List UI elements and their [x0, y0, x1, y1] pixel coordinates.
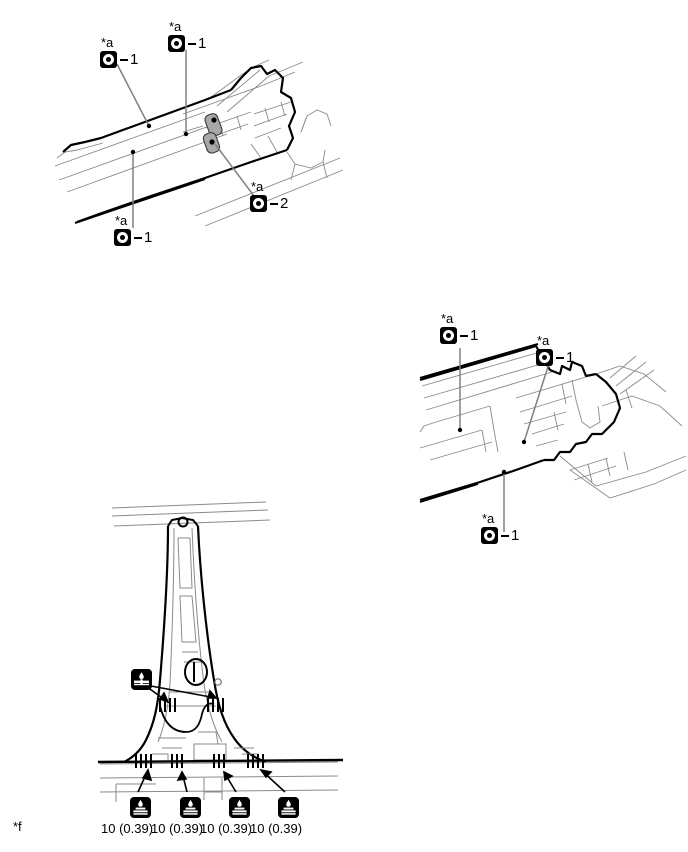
weld-ticks-base — [135, 754, 264, 768]
weld-plates-icon — [278, 797, 299, 818]
callout-superscript: *a — [169, 19, 182, 34]
anchor-dot-a1-top — [183, 131, 189, 137]
callout-right-a1-top-left: *a 1 — [440, 312, 478, 344]
anchor-dot-bottom — [501, 469, 507, 475]
torque-label: 10 (0.39) — [200, 821, 253, 836]
callout-number: 2 — [280, 195, 289, 212]
right-roof-side-rail-drawing — [419, 342, 687, 532]
base-arch-outline — [159, 702, 215, 733]
dash-separator — [134, 236, 142, 239]
interior-detail-lines — [419, 351, 687, 499]
weld-nugget-upper-center — [211, 117, 217, 123]
center-pillar-figure — [97, 492, 344, 802]
panel-outline — [419, 342, 622, 502]
weld-nugget-group — [202, 113, 223, 154]
spot-weld-ring-icon — [114, 229, 131, 246]
pillar-outline-left — [123, 525, 170, 763]
base-flange-line — [97, 758, 344, 764]
weld-nugget-lower-center — [209, 139, 215, 145]
callout-right-a1-top-right: *a 1 — [536, 334, 574, 366]
pillar-inner-lines — [157, 527, 223, 743]
spot-weld-ring-icon — [440, 327, 457, 344]
weld-icon-arrows-base — [137, 768, 286, 793]
dash-separator — [188, 42, 196, 45]
leader-lines — [459, 348, 553, 532]
leader-lines — [116, 50, 258, 228]
callout-upper-left-a1-bottom: *a 1 — [114, 214, 152, 246]
dash-separator — [501, 534, 509, 537]
lower-flange-outline — [419, 483, 479, 503]
torque-label: 10 (0.39) — [151, 821, 204, 836]
weld-plates-icon — [180, 797, 201, 818]
anchor-dot-a1-bottom — [130, 149, 136, 155]
weld-plates-icon — [130, 797, 151, 818]
spot-weld-ring-icon — [250, 195, 267, 212]
callout-number: 1 — [470, 327, 479, 344]
callout-number: 1 — [198, 35, 207, 52]
weld-nugget-upper — [204, 113, 223, 137]
pillar-top-cap — [167, 516, 199, 528]
pillar-outline-right — [196, 525, 267, 764]
callout-number: 1 — [130, 51, 139, 68]
anchor-dot-a1-left — [146, 123, 152, 129]
dash-separator — [120, 58, 128, 61]
dash-separator — [460, 334, 468, 337]
right-roof-side-rail-figure — [419, 342, 688, 532]
weld-plates-icon — [229, 797, 250, 818]
callout-superscript: *a — [537, 333, 550, 348]
pillar-holes — [184, 658, 222, 686]
callout-superscript: *a — [115, 213, 128, 228]
oval-access-hole — [184, 658, 208, 686]
callout-number: 1 — [144, 229, 153, 246]
small-round-hole — [214, 678, 222, 686]
footnote-marker: *f — [13, 819, 22, 834]
callout-superscript: *a — [441, 311, 454, 326]
interior-detail-lines — [54, 59, 344, 227]
torque-label: 10 (0.39) — [101, 821, 154, 836]
callout-superscript: *a — [101, 35, 114, 50]
weld-bar-icon — [131, 669, 152, 690]
dash-separator — [556, 356, 564, 359]
leader-anchor-dots — [457, 427, 527, 475]
callout-number: 1 — [566, 349, 575, 366]
callout-upper-left-a1-top: *a 1 — [168, 20, 206, 52]
anchor-dot-top-left — [457, 427, 463, 433]
upper-left-rocker-panel-drawing — [54, 50, 344, 228]
spot-weld-ring-icon — [100, 51, 117, 68]
dash-separator — [270, 202, 278, 205]
callout-upper-left-a2-right: *a 2 — [250, 180, 288, 212]
center-pillar-drawing — [97, 501, 344, 802]
callout-number: 1 — [511, 527, 520, 544]
callout-upper-left-a1-left: *a 1 — [100, 36, 138, 68]
lower-flange-outline — [74, 178, 206, 224]
anchor-dot-top-right — [521, 439, 527, 445]
weld-ticks-upper — [159, 698, 224, 712]
spot-weld-ring-icon — [168, 35, 185, 52]
spot-weld-ring-icon — [481, 527, 498, 544]
torque-label: 10 (0.39) — [250, 821, 303, 836]
callout-right-a1-bottom: *a 1 — [481, 512, 519, 544]
callout-superscript: *a — [482, 511, 495, 526]
roof-rail-lines — [111, 501, 271, 527]
leader-anchor-dots — [130, 123, 189, 155]
spot-weld-ring-icon — [536, 349, 553, 366]
upper-left-rocker-panel-figure — [54, 40, 345, 228]
callout-superscript: *a — [251, 179, 264, 194]
